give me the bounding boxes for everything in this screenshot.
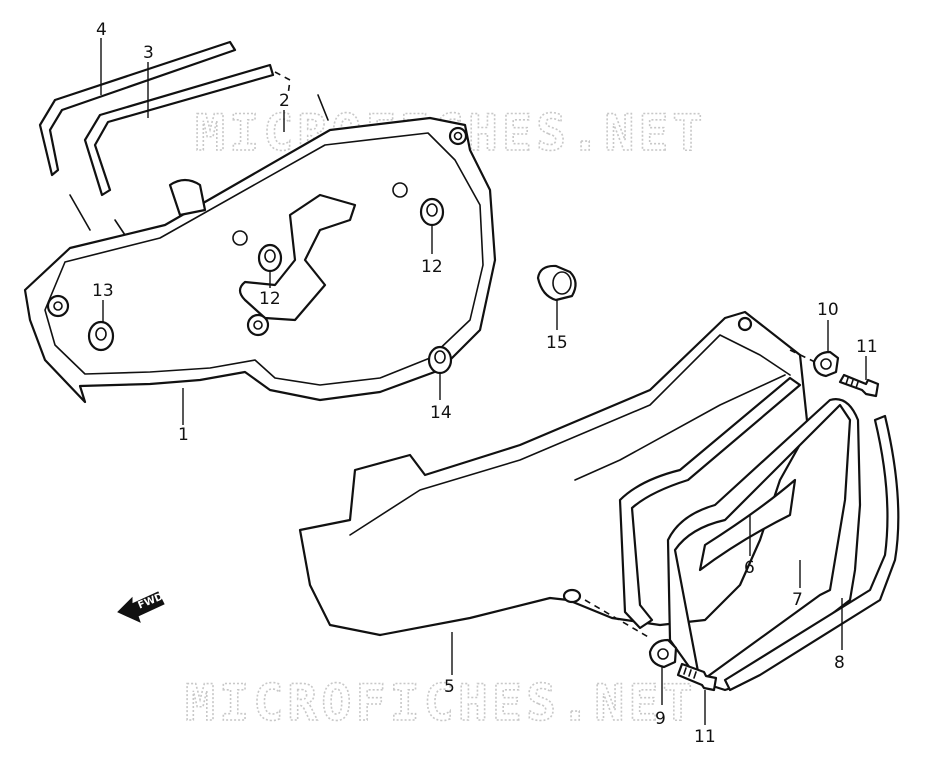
callout-13: 13	[92, 281, 114, 301]
emblem-outline-part-2	[69, 71, 329, 236]
callout-8: 8	[834, 653, 845, 673]
callout-10: 10	[817, 300, 839, 320]
callout-14: 14	[430, 403, 452, 423]
emblem-strip-part-4	[38, 40, 237, 177]
emblem-part-6	[698, 478, 797, 572]
trim-frame-part-8	[666, 398, 900, 692]
callout-2: 2	[279, 91, 290, 111]
screw-part-11a	[838, 373, 880, 398]
callout-5: 5	[444, 677, 455, 697]
emblem-strip-part-3	[83, 63, 275, 197]
screw-part-11b	[676, 662, 718, 692]
callout-6: 6	[744, 558, 755, 578]
callout-9: 9	[655, 709, 666, 729]
alignment-line-upper	[789, 349, 816, 363]
callout-11-lower: 11	[694, 727, 716, 747]
callout-15: 15	[546, 333, 568, 353]
callout-4: 4	[96, 20, 107, 40]
grommet-part-12b	[419, 197, 445, 227]
callout-1: 1	[178, 425, 189, 445]
cushion-part-15	[536, 264, 577, 302]
grommet-part-13	[87, 320, 115, 352]
callout-11-upper: 11	[856, 337, 878, 357]
alignment-line-lower	[584, 599, 651, 639]
washer-part-10	[812, 350, 840, 378]
washer-part-9	[648, 638, 678, 669]
callouts: 4 3 2 1 12 12 13 14 15 10 11 5 6 7 8 9 1…	[92, 20, 878, 747]
callout-12-left: 12	[259, 289, 281, 309]
grommet-part-12a	[257, 243, 283, 273]
callout-7: 7	[792, 590, 803, 610]
forward-direction-arrow: FWD	[117, 591, 165, 623]
watermark-bottom: MICROFICHES.NET	[185, 674, 697, 732]
trim-frame-part-7	[618, 376, 802, 630]
callout-3: 3	[143, 43, 154, 63]
grommet-part-14	[427, 345, 453, 375]
leader-lines	[100, 38, 867, 725]
callout-12-right: 12	[421, 257, 443, 277]
